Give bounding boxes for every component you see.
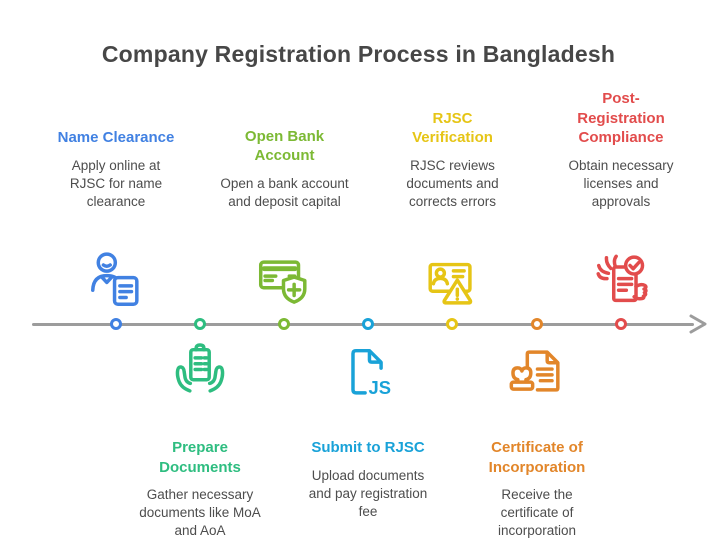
step-description: RJSC reviews documents and corrects erro…	[406, 157, 499, 209]
arrow-right-icon	[687, 313, 709, 335]
timeline-dot-5	[445, 317, 458, 330]
step-title: RJSC Verification	[412, 109, 493, 147]
step-prepare-documents: Prepare Documents Gather necessary docum…	[135, 438, 265, 540]
timeline-dot-1	[109, 317, 122, 330]
step-description: Apply online at RJSC for name clearance	[69, 157, 163, 209]
step-description: Gather necessary documents like MoA and …	[139, 487, 261, 539]
step-description: Open a bank account and deposit capital	[220, 175, 349, 209]
step-description: Receive the certificate of incorporation	[497, 487, 577, 539]
idcard-warning-icon	[421, 251, 483, 313]
step-post-registration-compliance: Post-Registration Compliance Obtain nece…	[561, 89, 681, 211]
step-title: Name Clearance	[57, 129, 175, 147]
step-description: Obtain necessary licenses and approvals	[568, 157, 674, 209]
step-name-clearance: Name Clearance Apply online at RJSC for …	[56, 128, 176, 211]
document-check-hands-icon	[590, 251, 652, 313]
step-title: Post-Registration Compliance	[577, 90, 665, 147]
step-title: Open Bank Account	[244, 127, 325, 165]
timeline-dot-7	[614, 317, 627, 330]
step-rjsc-verification: RJSC Verification RJSC reviews documents…	[395, 109, 510, 211]
page-title: Company Registration Process in Banglade…	[101, 41, 616, 68]
step-title: Prepare Documents	[159, 439, 241, 476]
step-certificate-of-incorporation: Certificate of Incorporation Receive the…	[477, 438, 597, 540]
timeline-dot-6	[530, 317, 543, 330]
card-shield-icon	[252, 249, 314, 311]
timeline-dot-4	[361, 317, 374, 330]
step-open-bank-account: Open Bank Account Open a bank account an…	[217, 127, 352, 211]
step-title: Submit to RJSC	[311, 439, 425, 456]
timeline-dot-2	[193, 317, 206, 330]
file-js-icon: JS	[337, 341, 399, 403]
stamp-document-icon	[506, 340, 568, 402]
timeline-dot-3	[277, 317, 290, 330]
step-submit-to-rjsc: Submit to RJSC Upload documents and pay …	[302, 438, 434, 521]
step-description: Upload documents and pay registration fe…	[308, 467, 428, 519]
person-document-icon	[85, 250, 147, 312]
svg-text:JS: JS	[368, 377, 391, 398]
step-title: Certificate of Incorporation	[488, 439, 586, 476]
hands-clipboard-icon	[169, 340, 231, 402]
